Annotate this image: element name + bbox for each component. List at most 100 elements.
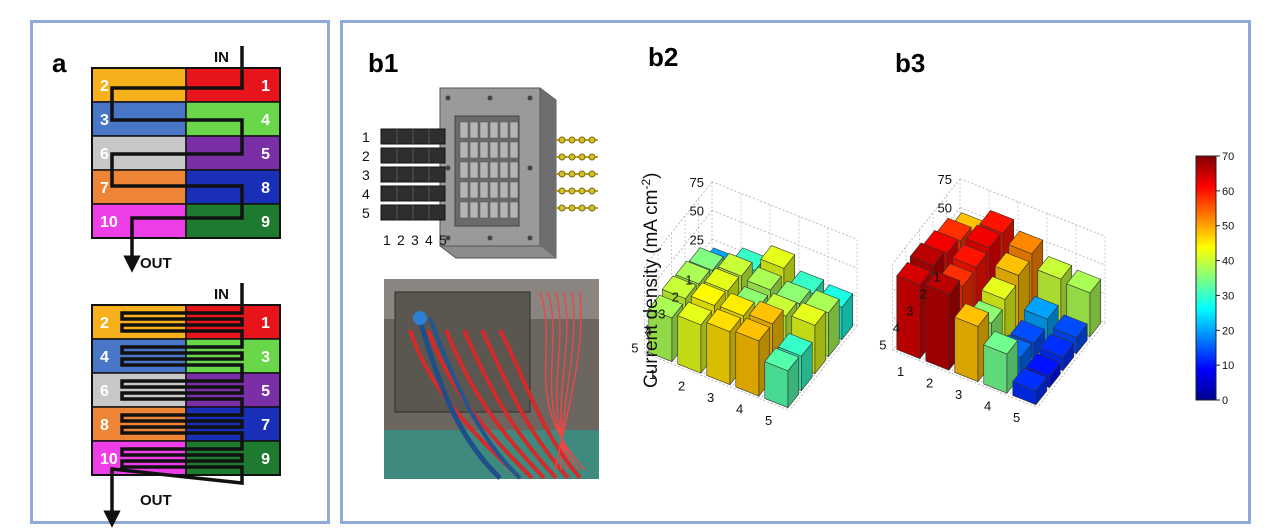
bar-top-face [762,292,798,317]
bolt [445,165,451,171]
segment-number: 7 [261,417,270,434]
grid-segment [479,121,489,139]
grid-segment [479,161,489,179]
pin-bead [578,153,586,161]
row-tick-label: 3 [906,304,913,319]
bar [1012,367,1048,406]
grid-segment [469,141,479,159]
col-tick-label: 5 [1013,410,1020,425]
thin-wire [539,291,586,471]
z-tick-label: 50 [938,201,952,216]
grid-segment [509,141,519,159]
segment-number: 1 [261,315,270,332]
grid-segment [489,181,499,199]
thin-wire [555,291,574,471]
pin-bead [568,204,576,212]
bar-top-face [1037,255,1073,280]
segment-number: 4 [100,349,109,366]
colorbar-tick-label: 50 [1222,221,1234,233]
pin-bead [588,136,596,144]
col-tick-label: 4 [736,401,743,416]
segment-cell [185,203,281,239]
colorbar-tick-label: 20 [1222,325,1234,337]
row-tick-label: 5 [879,338,886,353]
bar-front-face [735,331,760,397]
bar-top-face [1066,269,1102,294]
col-tick-label: 3 [955,387,962,402]
bar-chart-uniform: 75502501122334455 [631,175,858,428]
column-number: 3 [411,232,419,248]
row-tick-label: 5 [631,341,638,356]
grid-segment [509,121,519,139]
column-number: 2 [397,232,405,248]
blue-hose [417,319,502,480]
row-number: 4 [362,186,370,202]
bolt [527,95,533,101]
thin-wire [547,291,580,471]
bolt [487,235,493,241]
bar-top-face [688,247,724,271]
bar-top-face [938,263,974,287]
row-number: 2 [362,148,370,164]
col-tick-label: 1 [897,364,904,379]
red-cable [444,329,546,480]
wall-gridline [711,210,858,269]
bar-top-face [979,209,1015,234]
segment-cell [185,440,281,476]
pin-bead [588,204,596,212]
plate-side [540,88,556,258]
segment-number: 10 [100,451,118,468]
bolt [487,95,493,101]
bar [677,301,713,375]
bolt [527,165,533,171]
segment-number: 3 [100,112,109,129]
bar-top-face [760,245,796,269]
row-tick-label: 2 [672,290,679,305]
segment-number: 8 [261,180,270,197]
grid-segment [469,181,479,199]
bar-top-face [719,292,755,317]
bar-top-face [1052,314,1088,338]
grid-segment [509,181,519,199]
panel-a-label: a [52,48,67,78]
hose-fitting [413,311,427,325]
bar-top-face [764,347,800,372]
pin-bead [588,187,596,195]
pin-bead [558,136,566,144]
grid-segment [459,181,469,199]
bar-top-face [1008,230,1044,255]
grid-segment [489,141,499,159]
bar-top-face [983,330,1019,355]
row-tick-label: 1 [933,270,940,285]
panel-b2-label: b2 [648,42,678,72]
segment-cell [185,304,281,340]
z-axis-label: Current density (mA cm-2) [639,173,662,389]
segment-number: 6 [100,146,109,163]
segment-number: 3 [261,349,270,366]
wall-gridline [959,178,1106,237]
grid-segment [459,161,469,179]
bar [925,271,961,372]
panel-b3-label: b3 [895,48,925,78]
bar-top-face [746,266,782,291]
z-tick-label: 25 [690,232,704,247]
bar-top-face [775,280,811,305]
panel-b1-label: b1 [368,48,398,78]
bar-top-face [1025,352,1061,377]
z-tick-label: 75 [938,172,952,187]
grid-segment [499,181,509,199]
red-cable [498,329,582,480]
grid-segment [499,141,509,159]
bolt [527,235,533,241]
bar-top-face [748,300,784,325]
blue-hose [428,317,522,480]
grid-segment [459,121,469,139]
pin-bead [568,170,576,178]
pin-bead [568,187,576,195]
segment-number: 5 [261,383,270,400]
row-number: 5 [362,205,370,221]
segment-number: 6 [100,383,109,400]
